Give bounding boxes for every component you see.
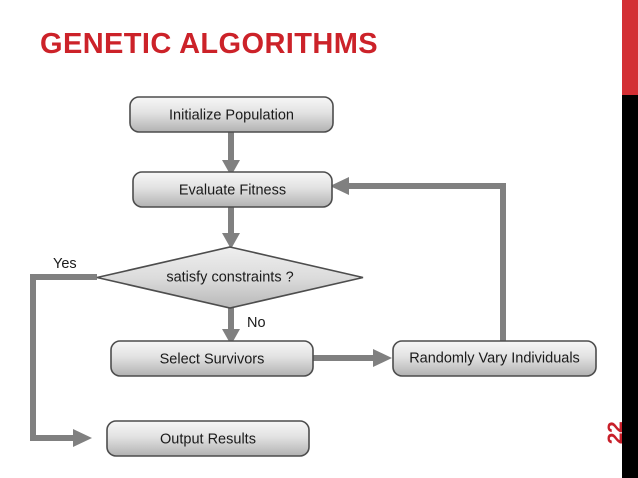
node-label-initialize-population: Initialize Population xyxy=(169,107,294,123)
node-label-select-survivors: Select Survivors xyxy=(160,351,265,367)
node-randomly-vary-individuals[interactable]: Randomly Vary Individuals xyxy=(392,340,597,377)
node-label-evaluate-fitness: Evaluate Fitness xyxy=(179,182,286,198)
right-edge-black-bar xyxy=(622,95,638,478)
edge-label-no: No xyxy=(247,315,266,331)
connector-decision-yes-to-output xyxy=(30,274,97,447)
connector-initialize-to-evaluate xyxy=(222,132,240,176)
page-title: GENETIC ALGORITHMS xyxy=(40,28,379,60)
connector-select-to-vary xyxy=(313,349,392,367)
node-output-results[interactable]: Output Results xyxy=(106,420,310,457)
edge-label-yes: Yes xyxy=(53,256,77,272)
node-label-satisfy-constraints: satisfy constraints ? xyxy=(166,269,293,285)
node-evaluate-fitness[interactable]: Evaluate Fitness xyxy=(132,171,333,208)
node-label-output-results: Output Results xyxy=(160,431,256,447)
connector-evaluate-to-decision xyxy=(222,207,240,249)
node-satisfy-constraints[interactable]: satisfy constraints ? xyxy=(96,246,364,309)
node-label-randomly-vary-individuals: Randomly Vary Individuals xyxy=(409,350,580,366)
connector-vary-to-evaluate xyxy=(330,177,506,341)
connector-decision-no-to-select xyxy=(222,308,240,345)
node-initialize-population[interactable]: Initialize Population xyxy=(129,96,334,133)
right-edge-red-bar xyxy=(622,0,638,95)
node-select-survivors[interactable]: Select Survivors xyxy=(110,340,314,377)
